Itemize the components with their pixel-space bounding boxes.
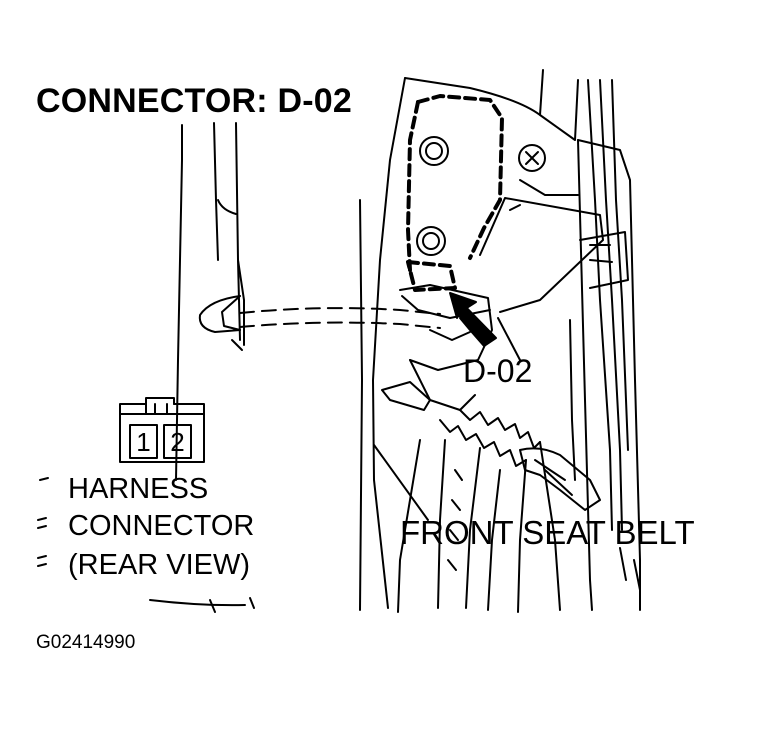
connector-pin-2: 2 [170, 427, 185, 457]
connector-arrow-icon [449, 292, 497, 347]
figure-id: G02414990 [36, 632, 136, 653]
belt-bracket [479, 197, 629, 313]
connector-caption-line-3: (REAR VIEW) [68, 549, 251, 581]
wire-bundle [519, 79, 641, 591]
bracket-dashed-outline [406, 94, 504, 292]
connector-caption-line-1: HARNESS [68, 473, 209, 505]
leader-lines [373, 317, 521, 521]
mounting-bolts [416, 136, 546, 256]
diagram-title: CONNECTOR: D-02 [36, 82, 352, 120]
seat-belt-webbing [397, 409, 561, 613]
connector-caption-line-2: CONNECTOR [68, 510, 255, 542]
component-label: FRONT SEAT BELT [400, 514, 695, 551]
connector-face-outline [119, 397, 205, 463]
pillar-outline [359, 69, 641, 611]
harness-clip [198, 295, 241, 333]
misc-strokes [37, 477, 255, 613]
connector-callout-label: D-02 [463, 353, 533, 389]
harness-routing-dashed [239, 307, 441, 329]
connector-pin-1: 1 [136, 427, 151, 457]
connector-body [381, 284, 493, 411]
